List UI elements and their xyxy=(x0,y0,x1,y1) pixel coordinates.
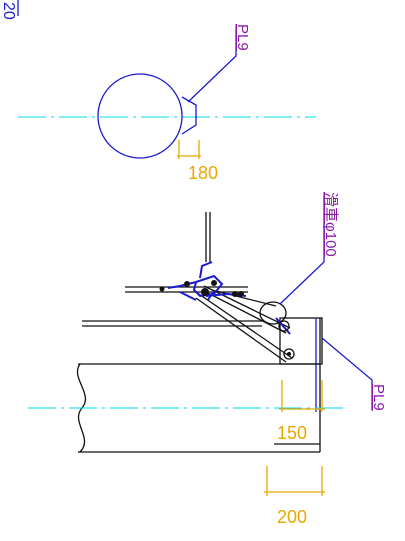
label-pulley: 滑車φ100 xyxy=(322,192,339,257)
plate-tab xyxy=(181,96,197,135)
dim-180-text: 180 xyxy=(188,163,218,183)
leader-pulley xyxy=(279,196,325,305)
bolt-ring-upper xyxy=(278,320,290,332)
label-plate-top: PL9 xyxy=(234,24,251,51)
dim-150-text: 150 xyxy=(277,423,307,443)
pipe-section-circle xyxy=(97,73,183,159)
bolt-ring-lower xyxy=(283,348,295,360)
strut-diagonal-2 xyxy=(195,297,287,363)
strut-diagonal-4 xyxy=(203,290,287,334)
bolt-dots xyxy=(159,280,244,297)
dim-200-text: 200 xyxy=(277,507,307,527)
strut-diagonal-3 xyxy=(203,285,291,329)
leader-plate-bottom xyxy=(321,337,373,410)
corner-text-fragment: 20 xyxy=(0,2,17,20)
pulley-wheel xyxy=(259,301,287,325)
label-plate-bottom: PL9 xyxy=(370,384,387,411)
strut-diagonal-1 xyxy=(195,291,293,359)
bolt-ring-lower-inner xyxy=(287,352,291,356)
rope-upper-diagonal xyxy=(211,289,277,307)
leader-plate-top xyxy=(187,30,237,103)
